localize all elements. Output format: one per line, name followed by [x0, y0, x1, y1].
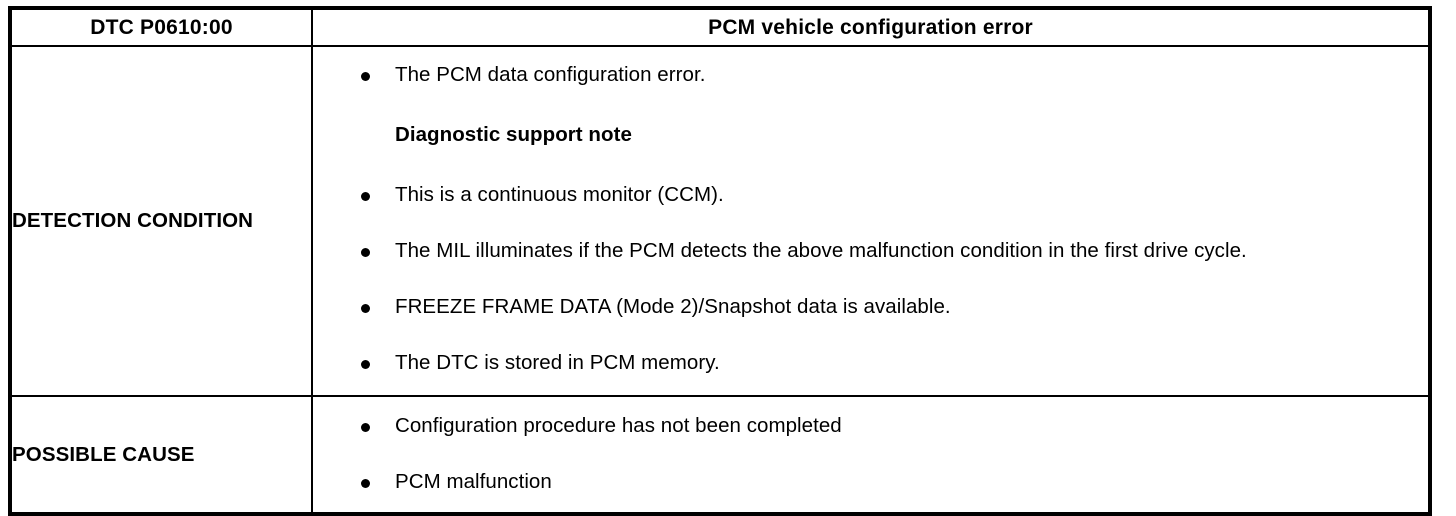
detection-condition-list: The PCM data configuration error. Diagno…	[313, 61, 1428, 377]
list-item: PCM malfunction	[313, 468, 1428, 496]
possible-cause-list: Configuration procedure has not been com…	[313, 412, 1428, 496]
list-item: The DTC is stored in PCM memory.	[313, 349, 1428, 377]
list-item: The MIL illuminates if the PCM detects t…	[313, 237, 1428, 265]
possible-cause-row: POSSIBLE CAUSE Configuration procedure h…	[9, 395, 1431, 515]
list-item: FREEZE FRAME DATA (Mode 2)/Snapshot data…	[313, 293, 1428, 321]
detection-condition-label: DETECTION CONDITION	[9, 45, 313, 397]
diagnostic-support-note-heading: Diagnostic support note	[395, 123, 632, 146]
list-item: The PCM data configuration error.	[313, 61, 1428, 89]
detection-condition-row: DETECTION CONDITION The PCM data configu…	[9, 45, 1431, 397]
list-item: Configuration procedure has not been com…	[313, 412, 1428, 440]
list-item: This is a continuous monitor (CCM).	[313, 181, 1428, 209]
possible-cause-content: Configuration procedure has not been com…	[311, 395, 1431, 515]
possible-cause-label: POSSIBLE CAUSE	[9, 395, 313, 515]
dtc-diagnostic-table: DTC P0610:00 PCM vehicle configuration e…	[8, 6, 1432, 516]
document-page: DTC P0610:00 PCM vehicle configuration e…	[8, 6, 1432, 516]
detection-condition-content: The PCM data configuration error. Diagno…	[311, 45, 1431, 397]
table-header-row: DTC P0610:00 PCM vehicle configuration e…	[9, 7, 1431, 47]
dtc-title-header-cell: PCM vehicle configuration error	[311, 7, 1431, 47]
dtc-code-header-cell: DTC P0610:00	[9, 7, 313, 47]
